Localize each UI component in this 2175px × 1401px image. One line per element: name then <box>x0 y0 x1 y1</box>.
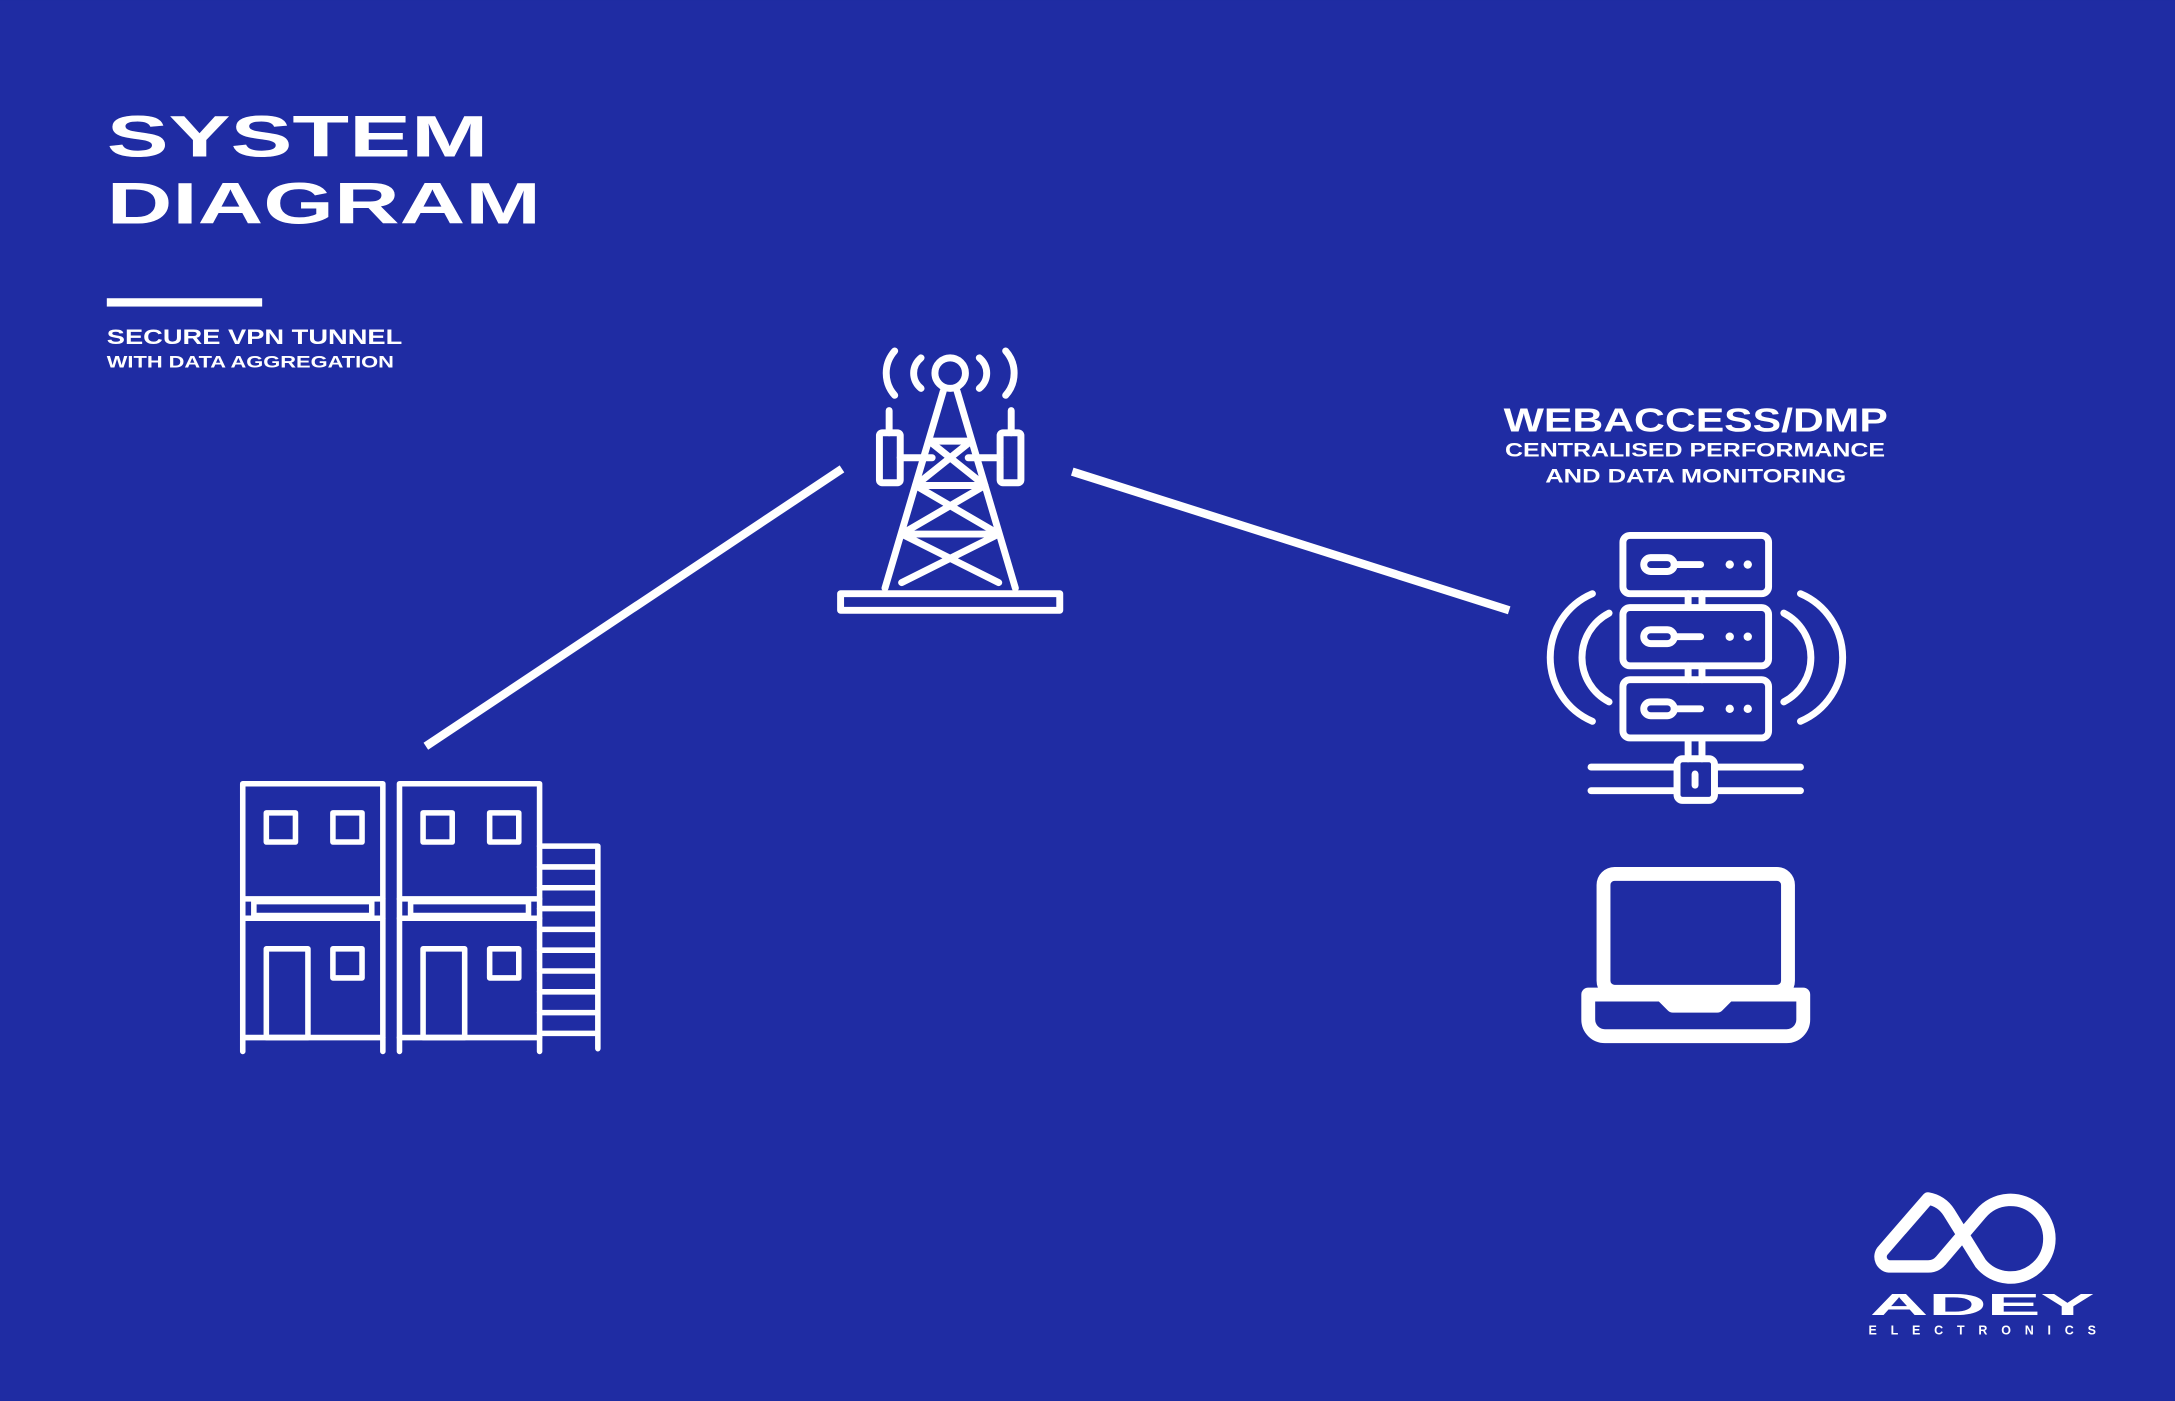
connection-tower-server <box>1070 467 1511 615</box>
server-title: WEBACCESS/DMP <box>1504 402 1888 439</box>
server-rack-icon <box>1546 531 1847 804</box>
buildings-icon <box>239 780 601 1055</box>
connection-buildings-tower <box>423 465 845 750</box>
title-line-2: DIAGRAM <box>107 171 541 236</box>
title-line-1: SYSTEM <box>107 105 488 170</box>
server-desc-line-2: AND DATA MONITORING <box>1545 466 1846 488</box>
cell-tower-icon <box>837 347 1064 614</box>
infinity-logo-mark <box>1874 1192 2056 1284</box>
laptop-icon <box>1581 866 1811 1044</box>
logo-name: ADEY <box>1870 1288 2095 1322</box>
subtitle-line-2: WITH DATA AGGREGATION <box>107 353 394 372</box>
server-desc-line-1: CENTRALISED PERFORMANCE <box>1505 439 1885 461</box>
title-divider <box>106 298 263 307</box>
server-status-lights <box>1725 560 1752 713</box>
subtitle-line-1: SECURE VPN TUNNEL <box>107 326 403 349</box>
